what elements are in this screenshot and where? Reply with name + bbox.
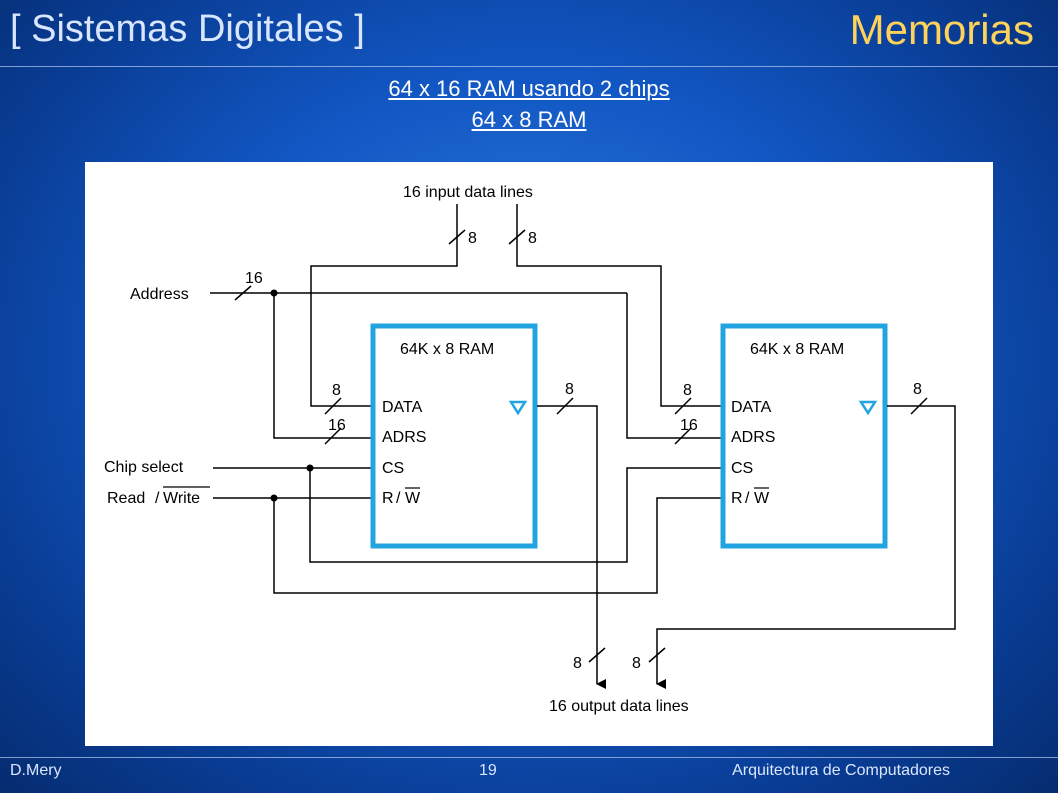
course-title: [ Sistemas Digitales ] (10, 8, 365, 50)
chip2-rw-slash: / (745, 490, 750, 507)
chip1-w-pin: W (405, 490, 421, 507)
footer-course-name: Arquitectura de Computadores (732, 762, 950, 779)
chip1-rw-slash: / (396, 490, 401, 507)
address-label: Address (130, 286, 189, 303)
chip2-r-pin: R (731, 490, 743, 507)
chip1-out-bus-width: 8 (565, 381, 574, 398)
chip2-w-pin: W (754, 490, 770, 507)
chip1-cs-pin: CS (382, 460, 404, 477)
input-bus-wires (310, 204, 721, 407)
chip1-tristate-icon (508, 400, 528, 416)
address-junction (270, 289, 278, 297)
chip2-data-bus-width: 8 (683, 382, 692, 399)
chip1-title: 64K x 8 RAM (400, 341, 494, 358)
ram-diagram: 16 input data lines 8 8 Address 16 (85, 162, 993, 746)
ram-chip-1: 64K x 8 RAM DATA ADRS CS R / W (370, 323, 538, 549)
input-bus-right-width: 8 (528, 230, 537, 247)
output-wires (537, 405, 956, 689)
output-bus-left-width: 8 (573, 655, 582, 672)
header-divider (0, 66, 1058, 67)
input-bus-left-width: 8 (468, 230, 477, 247)
chip-select-label: Chip select (104, 459, 184, 476)
chip1-data-pin: DATA (382, 399, 423, 416)
write-label: Write (163, 490, 200, 507)
chip2-adrs-bus-width: 16 (680, 417, 698, 434)
output-bus-right-width: 8 (632, 655, 641, 672)
slide-title-line2: 64 x 8 RAM (471, 107, 587, 132)
chip1-adrs-pin: ADRS (382, 429, 426, 446)
chip2-data-pin: DATA (731, 399, 772, 416)
chip2-out-bus-width: 8 (913, 381, 922, 398)
chip1-r-pin: R (382, 490, 394, 507)
topic-title: Memorias (849, 6, 1034, 53)
chip-select-junction (306, 464, 314, 472)
slide-title-line1: 64 x 16 RAM usando 2 chips (388, 76, 670, 101)
ram-chip-2: 64K x 8 RAM DATA ADRS CS R / W (720, 323, 888, 549)
footer-page-number: 19 (479, 762, 497, 779)
read-label: Read (107, 490, 145, 507)
input-data-lines-label: 16 input data lines (403, 184, 533, 201)
chip-select-wires (213, 467, 721, 563)
chip1-adrs-bus-width: 16 (328, 417, 346, 434)
chip2-adrs-pin: ADRS (731, 429, 775, 446)
address-bus-width: 16 (245, 270, 263, 287)
chip2-tristate-icon (858, 400, 878, 416)
footer-author: D.Mery (10, 762, 62, 779)
footer-divider (0, 757, 1058, 758)
read-write-wires (213, 497, 721, 594)
output-data-lines-label: 16 output data lines (549, 698, 689, 715)
address-wires (210, 292, 721, 439)
chip2-title: 64K x 8 RAM (750, 341, 844, 358)
read-write-junction (270, 494, 278, 502)
chip2-cs-pin: CS (731, 460, 753, 477)
chip1-data-bus-width: 8 (332, 382, 341, 399)
rw-slash-label: / (155, 490, 160, 507)
ram-diagram-svg: 16 input data lines 8 8 Address 16 (104, 184, 956, 715)
